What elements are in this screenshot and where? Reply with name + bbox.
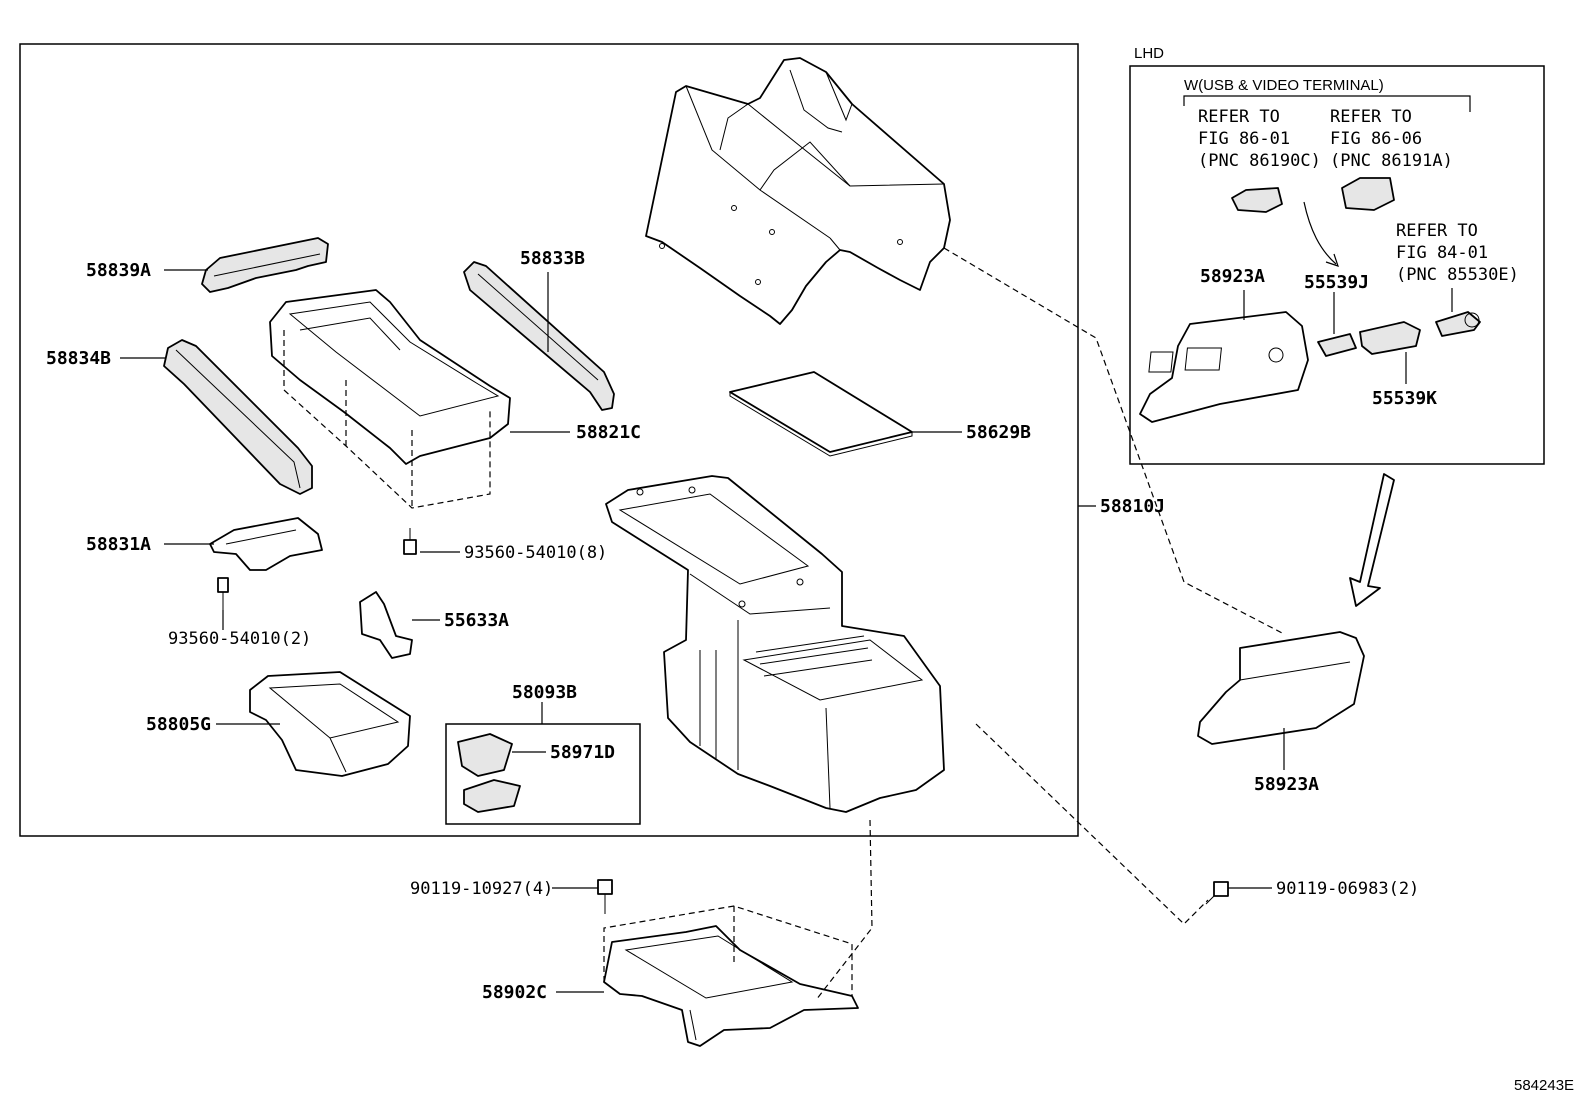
label-58831A: 58831A bbox=[86, 534, 151, 555]
main-frame-illustration bbox=[605, 475, 945, 813]
label-58834B: 58834B bbox=[46, 348, 111, 369]
bolt-93560-2-illustration bbox=[217, 577, 229, 610]
label-55633A: 55633A bbox=[444, 610, 509, 631]
console-box-illustration bbox=[645, 57, 951, 325]
mat-illustration bbox=[729, 371, 913, 457]
label-90119-10927: 90119-10927(4) bbox=[410, 879, 553, 899]
part-58839A-illustration bbox=[201, 237, 329, 293]
bolt-93560-8-illustration bbox=[403, 528, 417, 555]
part-58902C-illustration bbox=[603, 925, 859, 1047]
ref1-line2: FIG 86-01 bbox=[1198, 129, 1290, 149]
label-58821C: 58821C bbox=[576, 422, 641, 443]
part-58971D-illustration bbox=[457, 733, 521, 813]
label-58833B: 58833B bbox=[520, 248, 585, 269]
inset-bracket bbox=[1183, 95, 1471, 112]
part-85530E-illustration bbox=[1435, 311, 1481, 337]
ref3-line3: (PNC 85530E) bbox=[1396, 265, 1519, 285]
ref3-line2: FIG 84-01 bbox=[1396, 243, 1488, 263]
label-55539K: 55539K bbox=[1372, 388, 1437, 409]
ref1-line1: REFER TO bbox=[1198, 107, 1280, 127]
ref2-line2: FIG 86-06 bbox=[1330, 129, 1422, 149]
part-55633A-illustration bbox=[359, 591, 413, 659]
ref2-line1: REFER TO bbox=[1330, 107, 1412, 127]
label-58923A-main: 58923A bbox=[1254, 774, 1319, 795]
part-58831A-illustration bbox=[209, 517, 323, 571]
part-58923A-main-illustration bbox=[1197, 631, 1365, 745]
figure-id: 584243E bbox=[1514, 1077, 1574, 1094]
ref2-line3: (PNC 86191A) bbox=[1330, 151, 1453, 171]
label-58810J: 58810J bbox=[1100, 496, 1165, 517]
part-58834B-illustration bbox=[163, 339, 313, 495]
inset-frame bbox=[1129, 65, 1545, 465]
bolt-90119-10927-illustration bbox=[597, 879, 613, 914]
label-58923A-inset: 58923A bbox=[1200, 266, 1265, 287]
label-93560-2: 93560-54010(2) bbox=[168, 629, 311, 649]
inset-bracket-label: W(USB & VIDEO TERMINAL) bbox=[1184, 77, 1384, 94]
label-58902C: 58902C bbox=[482, 982, 547, 1003]
part-58821C-illustration bbox=[269, 289, 511, 465]
ref3-line1: REFER TO bbox=[1396, 221, 1478, 241]
label-58971D: 58971D bbox=[550, 742, 615, 763]
label-90119-06983: 90119-06983(2) bbox=[1276, 879, 1419, 899]
inset-title: LHD bbox=[1134, 45, 1164, 62]
video-connector-86191A-illustration bbox=[1341, 177, 1395, 211]
label-58805G: 58805G bbox=[146, 714, 211, 735]
part-58923A-inset-illustration bbox=[1139, 311, 1309, 423]
part-55539J-illustration bbox=[1317, 333, 1357, 357]
part-58833B-illustration bbox=[463, 261, 615, 411]
big-arrow-icon bbox=[1349, 473, 1395, 607]
ref1-line3: (PNC 86190C) bbox=[1198, 151, 1321, 171]
part-58805G-illustration bbox=[249, 671, 411, 777]
bolt-90119-06983-illustration bbox=[1205, 881, 1229, 905]
part-58093B-box bbox=[445, 723, 641, 825]
label-55539J: 55539J bbox=[1304, 272, 1369, 293]
label-58629B: 58629B bbox=[966, 422, 1031, 443]
label-58839A: 58839A bbox=[86, 260, 151, 281]
usb-connector-86190C-illustration bbox=[1231, 187, 1283, 213]
part-55539K-illustration bbox=[1359, 321, 1421, 355]
main-assembly-frame bbox=[19, 43, 1079, 837]
label-58093B: 58093B bbox=[512, 682, 577, 703]
label-93560-8: 93560-54010(8) bbox=[464, 543, 607, 563]
